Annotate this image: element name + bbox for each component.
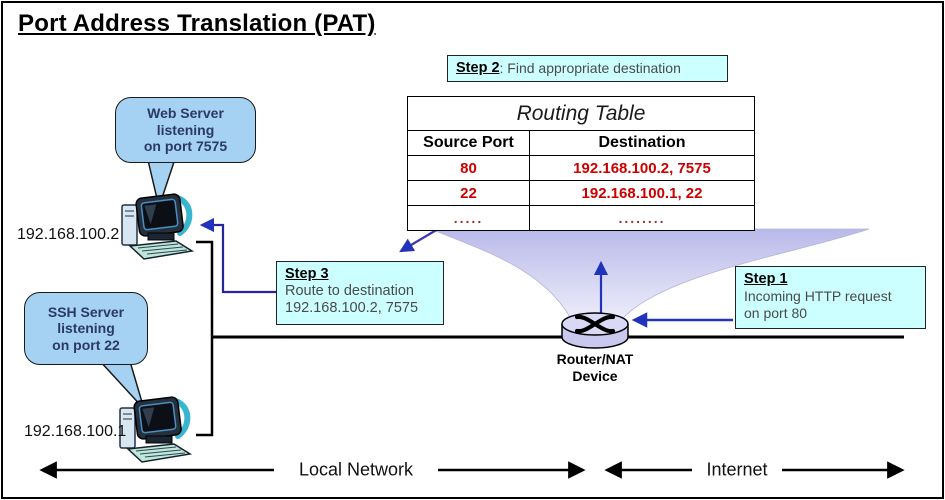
internet-label: Internet [706,459,768,480]
step3-label: Step 3 [285,266,329,282]
web-bubble-line2: listening [156,121,215,138]
web-bubble-line1: Web Server [147,105,224,122]
ssh-server-bubble: SSH Server listening on port 22 [24,292,148,365]
step1-line2: on port 80 [744,305,808,321]
table-row: ..... ........ [408,206,754,230]
table-row: 80 192.168.100.2, 7575 [408,156,754,181]
col-destination: Destination [598,134,686,151]
col-source-port: Source Port [408,131,530,155]
step1-line1: Incoming HTTP request [744,288,892,304]
step2-callout: Step 2: Find appropriate destination [447,55,728,82]
ssh-bubble-line1: SSH Server [47,303,125,320]
router-icon [561,312,629,349]
row3-port: ..... [408,206,530,230]
router-label-line2: Device [572,368,618,384]
table-row: 22 192.168.100.1, 22 [408,181,754,206]
local-network-label: Local Network [298,459,414,480]
step2-label: Step 2 [456,60,500,76]
web-server-computer-icon [122,193,192,259]
ssh-bubble-line3: on port 22 [52,336,120,353]
ssh-server-computer-icon [120,396,190,462]
web-bubble-line3: on port 7575 [143,138,228,155]
row2-port: 22 [408,181,530,205]
router-label: Router/NAT Device [540,351,650,385]
step3-line1: Route to destination [285,283,414,299]
step3-line2: 192.168.100.2, 7575 [285,300,419,316]
lan-bracket-line [196,240,214,437]
ssh-server-ip-label: 192.168.100.1 [24,423,127,440]
step2-text: : Find appropriate destination [499,60,681,76]
web-server-ip-label: 192.168.100.2 [17,226,120,243]
row1-dest: 192.168.100.2, 7575 [573,159,711,177]
row3-dest: ........ [618,210,666,226]
step1-label: Step 1 [744,271,788,287]
ssh-bubble-line2: listening [57,320,115,337]
step3-callout: Step 3 Route to destination 192.168.100.… [276,261,444,325]
web-server-bubble: Web Server listening on port 7575 [115,97,256,163]
arrow-step3-to-webserver [199,217,276,294]
router-label-line1: Router/NAT [556,351,634,367]
routing-table-header-row: Source Port Destination [408,131,754,156]
row1-port: 80 [408,156,530,180]
step1-callout: Step 1 Incoming HTTP request on port 80 [735,266,926,329]
row2-dest: 192.168.100.1, 22 [581,184,703,202]
routing-table: Routing Table Source Port Destination 80… [407,96,755,231]
page-title: Port Address Translation (PAT) [18,10,376,37]
routing-table-title: Routing Table [408,97,754,131]
arrow-table-to-step3 [399,228,439,253]
